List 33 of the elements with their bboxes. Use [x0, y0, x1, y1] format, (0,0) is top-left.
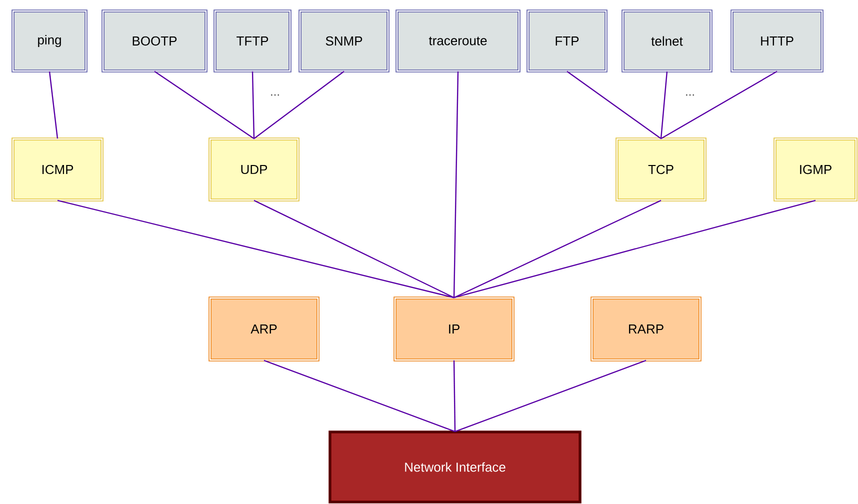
interface-box: Network Interface	[328, 430, 582, 504]
protocol-box: BOOTP	[102, 10, 208, 72]
connector-line	[453, 71, 459, 298]
connector-line	[252, 71, 255, 139]
connector-line	[264, 360, 456, 432]
protocol-box: SNMP	[298, 10, 390, 72]
protocol-box: TFTP	[214, 10, 292, 72]
protocol-box: RARP	[590, 296, 702, 362]
protocol-box: telnet	[622, 10, 712, 72]
connector-line	[453, 360, 456, 432]
ellipsis-label: ...	[686, 94, 694, 96]
connector-line	[660, 70, 778, 140]
connector-line	[454, 200, 816, 298]
protocol-box: FTP	[526, 10, 608, 72]
connector-line	[254, 200, 454, 298]
connector-line	[48, 71, 58, 139]
protocol-box: traceroute	[396, 10, 520, 72]
protocol-box: ping	[12, 10, 88, 72]
protocol-box: IGMP	[774, 138, 858, 202]
connector-line	[660, 71, 668, 139]
protocol-box: IP	[394, 296, 514, 362]
protocol-box: TCP	[616, 138, 706, 202]
connector-line	[57, 200, 454, 298]
connector-line	[454, 200, 662, 298]
connector-line	[154, 70, 254, 140]
connector-line	[254, 70, 344, 140]
connector-line	[566, 70, 662, 140]
connector-line	[454, 360, 646, 432]
ellipsis-label: ...	[271, 94, 279, 96]
protocol-box: UDP	[208, 138, 300, 202]
protocol-box: ICMP	[12, 138, 104, 202]
protocol-box: ARP	[208, 296, 320, 362]
protocol-box: HTTP	[730, 10, 824, 72]
